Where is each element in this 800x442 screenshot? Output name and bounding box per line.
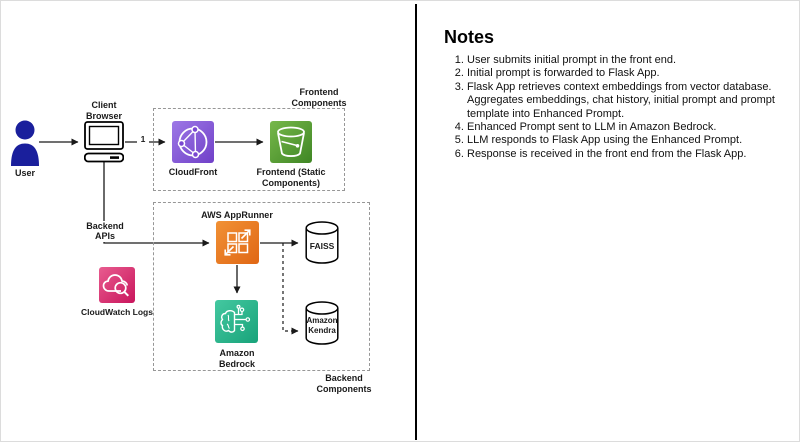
note-item-6: Response is received in the front end fr… <box>467 148 799 161</box>
note-item-5: LLM responds to Flask App using the Enha… <box>467 134 799 147</box>
client-browser-icon <box>84 121 124 163</box>
diagram-connectors <box>39 138 299 335</box>
kendra-label: Amazon Kendra <box>306 316 338 335</box>
architecture-diagram: Frontend Components Backend Components U… <box>1 1 416 441</box>
notes-title: Notes <box>444 27 495 47</box>
note-item-4: Enhanced Prompt sent to LLM in Amazon Be… <box>467 121 799 134</box>
backend-components-group <box>153 202 370 371</box>
edge-label-1: 1 <box>137 134 149 145</box>
cloudwatch-glyph <box>102 274 130 297</box>
cloudfront-icon <box>172 121 214 163</box>
notes-list: User submits initial prompt in the front… <box>445 54 799 161</box>
bedrock-brain-glyph <box>220 304 251 333</box>
cloudwatch-icon <box>99 267 135 303</box>
frontend-bucket-icon <box>270 121 312 163</box>
faiss-db-icon <box>305 221 339 264</box>
apprunner-label: AWS AppRunner <box>201 210 273 220</box>
apprunner-icon <box>216 221 259 264</box>
user-icon <box>11 120 39 166</box>
panel-divider-line <box>415 4 417 440</box>
edge-apprunner-to-kendra-dashed <box>282 243 299 335</box>
faiss-label: FAISS <box>309 241 335 251</box>
apprunner-glyph <box>224 229 251 256</box>
edge-browser-to-apprunner <box>103 162 210 247</box>
backend-group-label: Backend Components <box>316 373 372 394</box>
frontend-bucket-label: Frontend (Static Components) <box>256 167 326 188</box>
kendra-db-icon <box>305 301 339 345</box>
cloudfront-globe-glyph <box>177 125 208 159</box>
bedrock-icon <box>215 300 258 343</box>
s3-bucket-glyph <box>277 126 305 157</box>
client-browser-label: Client Browser <box>85 100 122 121</box>
cloudwatch-label: CloudWatch Logs <box>81 307 153 317</box>
cloudfront-label: CloudFront <box>168 167 218 177</box>
backend-apis-label: Backend APIs <box>82 221 128 242</box>
note-item-3: Flask App retrieves context embeddings f… <box>467 81 799 121</box>
note-item-2: Initial prompt is forwarded to Flask App… <box>467 67 799 80</box>
frontend-group-label: Frontend Components <box>291 87 347 108</box>
bedrock-label: Amazon Bedrock <box>218 348 255 369</box>
note-item-1: User submits initial prompt in the front… <box>467 54 799 67</box>
frontend-components-group <box>153 108 345 191</box>
user-label: User <box>14 168 35 178</box>
